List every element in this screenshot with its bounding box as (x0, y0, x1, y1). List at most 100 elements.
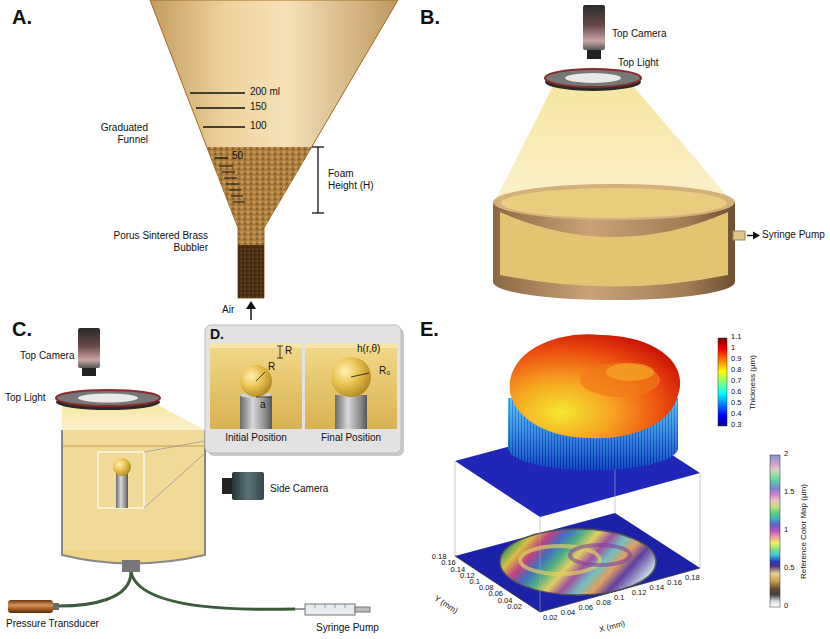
thickness-plot (455, 334, 780, 612)
drawn-rect (98, 452, 144, 508)
axis-title: Y (mm) (433, 593, 460, 615)
drawn-line (190, 92, 245, 93)
text-label: Graduated Funnel (86, 122, 148, 145)
text-label: 0.14 (650, 584, 665, 593)
text-label: 1 (731, 344, 735, 353)
detail-panel-box: D.RRaInitial Positionh(r,θ)R₀Final Posit… (205, 325, 401, 453)
drawn-ellipse (500, 529, 656, 595)
text-label: Top Camera (612, 28, 666, 40)
text-label: 0.18 (685, 574, 700, 583)
picture-caption: Initial Position (210, 432, 302, 444)
text-label: 0.1 (470, 578, 480, 587)
height-bracket (312, 147, 324, 213)
axis-title: Reference Color Map (μm) (798, 484, 807, 579)
drawn-polygon (246, 301, 256, 309)
drawn-ellipse (570, 545, 630, 565)
text-label: 1.1 (731, 333, 741, 342)
drawn-ellipse (606, 363, 654, 381)
drawn-rect (210, 343, 302, 429)
drawn-line (61, 430, 63, 555)
text-label: 0.8 (731, 366, 741, 375)
text-label: Side Camera (270, 483, 328, 495)
picture-caption: Final Position (305, 432, 397, 444)
drawn-ellipse (78, 394, 138, 403)
dimension-label: R (268, 361, 275, 373)
text-label: Pressure Transducer (6, 618, 99, 630)
drawn-rect (240, 395, 272, 429)
drawn-line (325, 604, 326, 608)
drawn-line (345, 604, 346, 608)
panel-letter: E. (420, 318, 439, 341)
drawn-circle (240, 365, 272, 397)
drawn-line (144, 441, 205, 452)
drawn-path (510, 334, 680, 438)
drawn-rect (78, 328, 100, 368)
drawn-ellipse (580, 363, 660, 397)
text-label: 0.9 (731, 355, 741, 364)
text-label: Syringe Pump (316, 622, 379, 634)
drawn-rect (355, 607, 370, 612)
drawn-line (277, 358, 283, 359)
text-label: 0.1 (614, 594, 624, 603)
drawn-path (59, 572, 131, 606)
drawn-rect (733, 231, 745, 240)
panel-letter: D. (210, 326, 224, 342)
dimension-label: R (285, 345, 292, 357)
drawn-rect (305, 343, 397, 348)
dimension-label: R₀ (379, 365, 390, 377)
drawn-line (226, 184, 239, 185)
drawn-rect (82, 368, 96, 376)
drawn-line (215, 157, 228, 158)
drawn-ellipse (520, 546, 600, 574)
panel-letter: C. (12, 318, 32, 341)
drawn-line (231, 196, 243, 197)
text-label: 0.5 (784, 564, 794, 573)
text-label: Air (222, 304, 234, 316)
drawn-line (312, 212, 324, 213)
drawn-line (219, 166, 233, 167)
text-label: 0.02 (507, 603, 522, 612)
drawn-rect (305, 604, 355, 615)
panel-letter: B. (420, 6, 440, 29)
drawn-rect (122, 560, 140, 572)
drawn-circle (331, 357, 371, 397)
drawn-g (219, 166, 245, 202)
text-label: 0.4 (731, 410, 741, 419)
text-label: 0.5 (731, 399, 741, 408)
drawn-line (335, 604, 336, 608)
drawn-line (229, 190, 241, 191)
air-arrow (246, 301, 256, 320)
text-label: 0.16 (667, 579, 682, 588)
drawn-line (144, 453, 205, 508)
drawn-line (224, 178, 237, 179)
drawn-rect (238, 245, 264, 298)
drawn-polygon (207, 147, 312, 245)
drawn-line (233, 202, 245, 203)
drawn-line (540, 517, 541, 612)
panel-letter: A. (12, 6, 32, 29)
drawn-path (500, 212, 728, 287)
drawn-rect (53, 603, 59, 610)
text-label: 0.3 (731, 421, 741, 430)
text-label: Syringe Pump (762, 229, 825, 241)
drawn-line (747, 235, 754, 236)
position-picture: h(r,θ)R₀Final Position (305, 343, 397, 447)
drawn-line (315, 604, 316, 608)
drawn-line (317, 147, 318, 213)
text-label: 0.6 (731, 388, 741, 397)
text-label: 50 (232, 150, 243, 162)
text-label: Top Light (5, 392, 46, 404)
position-picture: RRaInitial Position (210, 343, 302, 447)
drawn-rect (62, 430, 205, 555)
text-label: 0.12 (632, 589, 647, 598)
text-label: 1.5 (784, 488, 794, 497)
drawn-rect (205, 325, 401, 453)
drawn-line (295, 608, 305, 610)
drawn-line (455, 556, 540, 612)
drawn-line (256, 397, 271, 398)
text-label: 0.7 (731, 377, 741, 386)
text-label: 1 (784, 526, 788, 535)
detail-panel (205, 325, 404, 456)
